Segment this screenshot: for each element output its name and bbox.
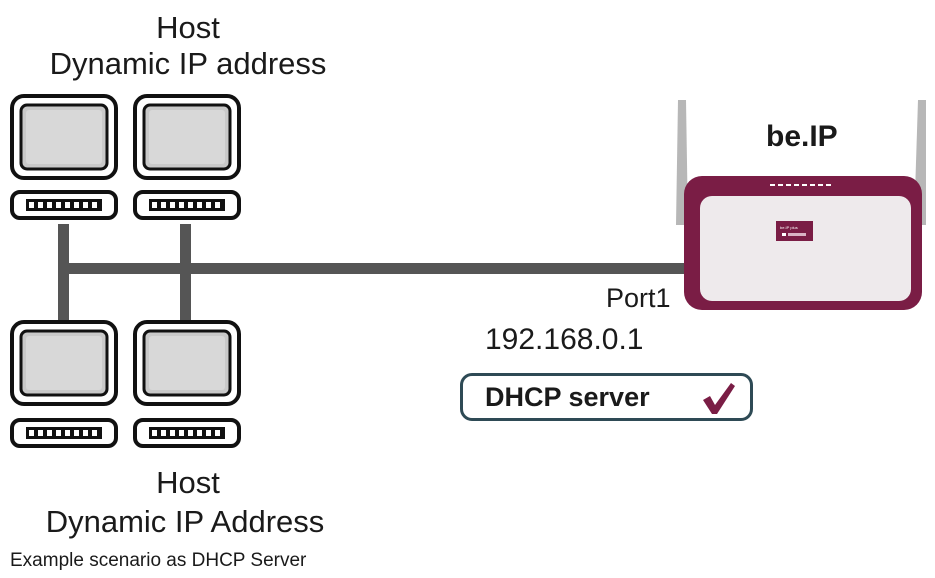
- keyboard-icon: [133, 418, 241, 448]
- monitor-icon: [133, 94, 241, 180]
- bottom-host-subtitle: Dynamic IP Address: [45, 504, 325, 539]
- main-cable: [58, 263, 698, 274]
- host-top-right: [133, 94, 241, 220]
- keyboard-icon: [133, 190, 241, 220]
- router-led-strip: [770, 184, 831, 186]
- dhcp-server-status: DHCP server: [460, 373, 753, 421]
- host-bottom-left: [10, 320, 118, 448]
- monitor-icon: [133, 320, 241, 406]
- monitor-icon: [10, 320, 118, 406]
- host-top-left: [10, 94, 118, 220]
- bottom-host-title: Host: [156, 465, 220, 500]
- keyboard-icon: [10, 418, 118, 448]
- figure-caption: Example scenario as DHCP Server: [10, 550, 307, 571]
- network-cables: [58, 224, 698, 324]
- left-host-drop-cable: [58, 224, 69, 324]
- checkmark-icon: [703, 383, 735, 414]
- router-name: be.IP: [766, 120, 838, 153]
- host-bottom-right: [133, 320, 241, 448]
- right-host-drop-cable: [180, 224, 191, 324]
- router-ip-address: 192.168.0.1: [485, 323, 644, 356]
- dhcp-server-label: DHCP server: [485, 381, 650, 412]
- top-host-title: Host: [156, 10, 220, 45]
- router-front-badge: [776, 221, 813, 241]
- keyboard-icon: [10, 190, 118, 220]
- monitor-icon: [10, 94, 118, 180]
- router-device: be.IP plus: [676, 100, 926, 310]
- router-badge-text: be.IP plus: [780, 225, 798, 230]
- router-port-label: Port1: [606, 283, 671, 313]
- top-host-subtitle: Dynamic IP address: [49, 46, 327, 81]
